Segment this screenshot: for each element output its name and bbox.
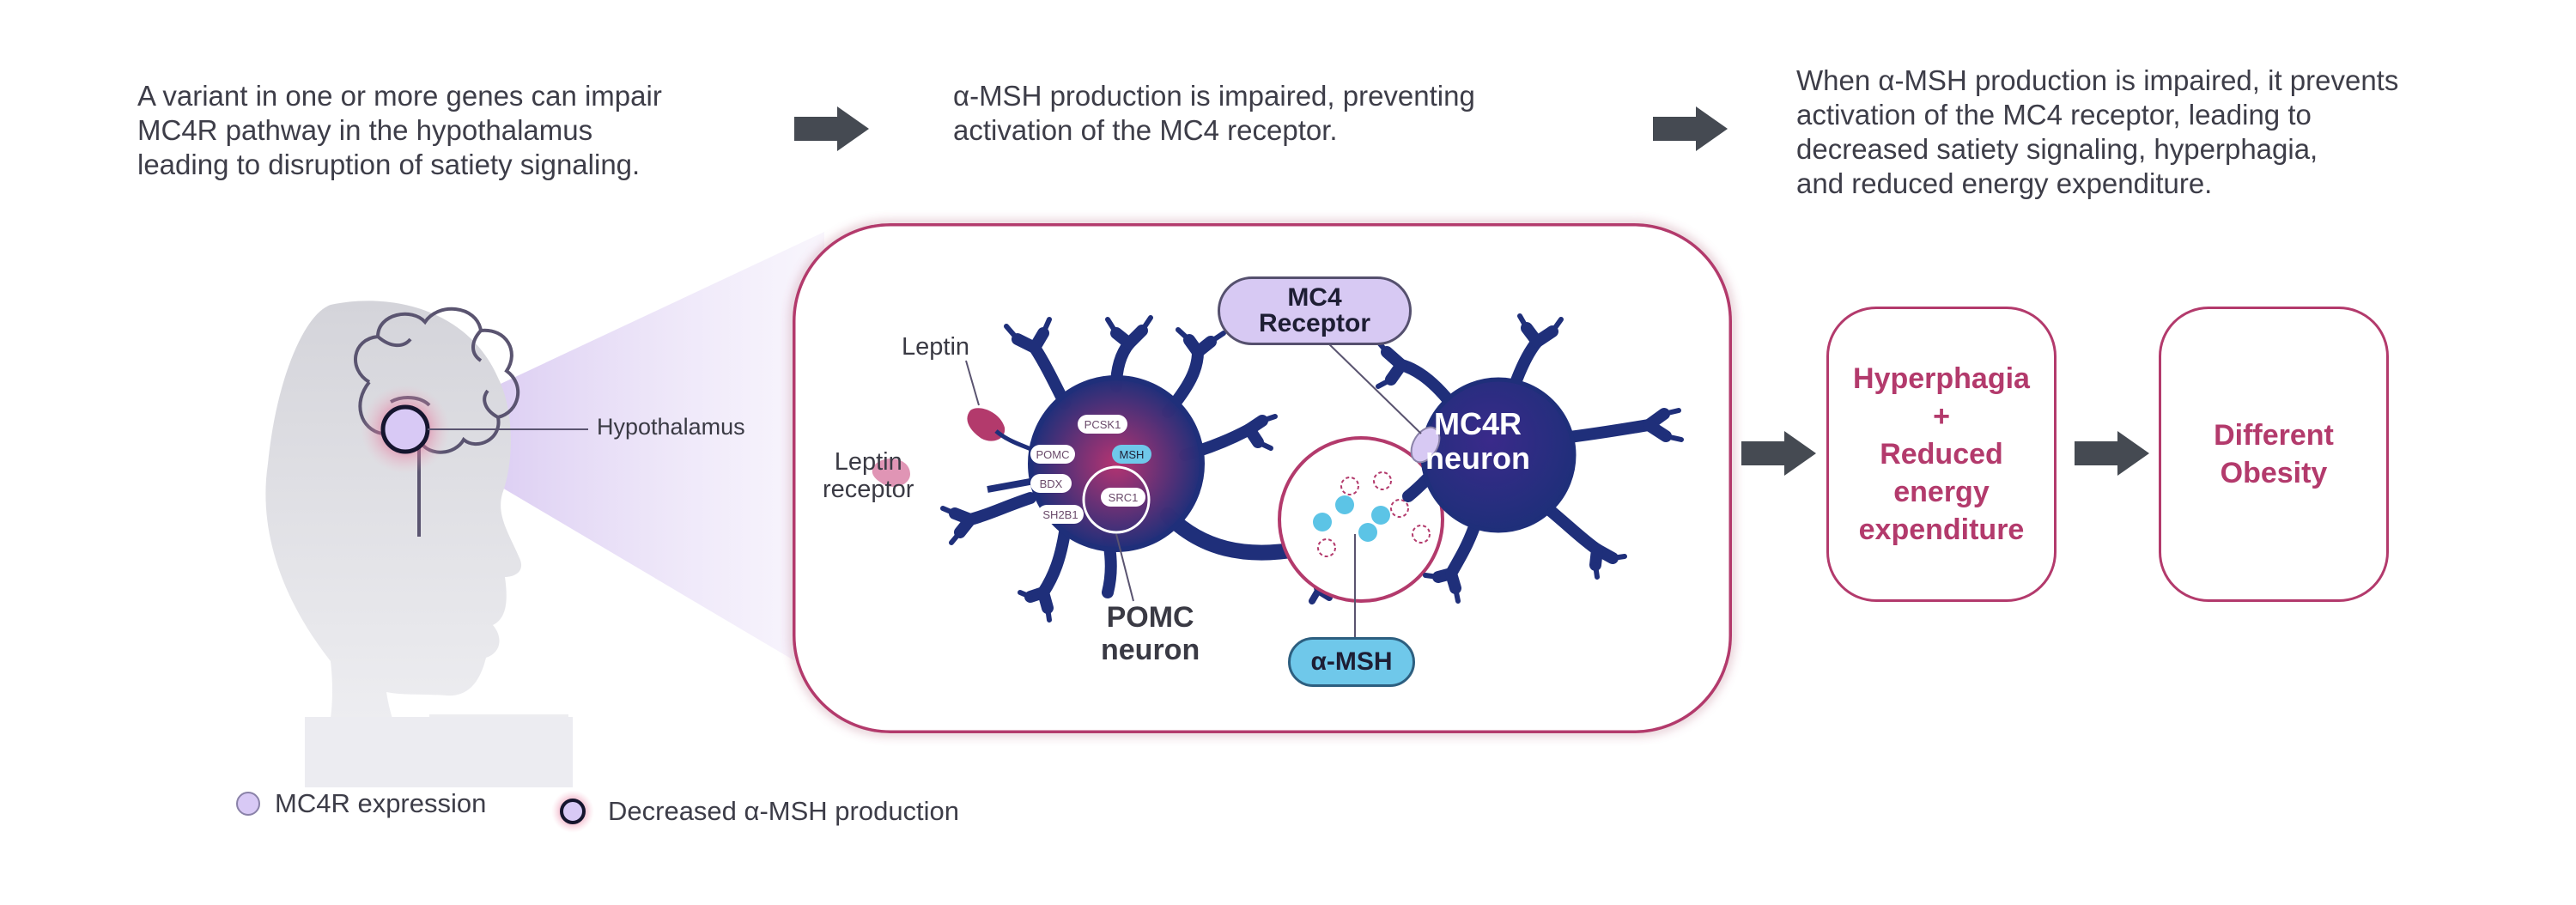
arrow-4 — [2075, 431, 2149, 476]
step3-caption: When α-MSH production is impaired, it pr… — [1796, 64, 2399, 199]
mc4r-expression-swatch-icon — [236, 792, 260, 816]
leptin-receptor-label: Leptin receptor — [823, 448, 914, 503]
gene-label: SRC1 — [1109, 491, 1139, 504]
obesity-box: Different Obesity — [2159, 307, 2389, 602]
decreased-msh-swatch-icon — [551, 790, 594, 833]
arrow-1 — [794, 106, 869, 151]
hypothalamus-marker — [361, 385, 450, 474]
gene-label: BDX — [1040, 477, 1063, 490]
leptin-label: Leptin — [902, 333, 970, 361]
obesity-text: Different Obesity — [2214, 419, 2334, 489]
arrow-3 — [1741, 431, 1816, 476]
mc4r-soma — [1423, 380, 1574, 531]
gene-label: POMC — [1036, 448, 1070, 461]
legend-label: MC4R expression — [275, 788, 487, 818]
pomc-neuron-label: POMC neuron — [1101, 601, 1200, 666]
synapse-zoom — [1278, 436, 1444, 603]
head-silhouette — [265, 301, 573, 787]
hyperphagia-box: Hyperphagia + Reduced energy expenditure — [1826, 307, 2057, 602]
step2-caption: α-MSH production is impaired, preventing… — [953, 80, 1475, 146]
gene-label: PCSK1 — [1084, 418, 1121, 431]
arrow-2 — [1653, 106, 1728, 151]
leptin-receptor-icon — [872, 458, 1036, 493]
mc4-receptor-shape — [1410, 426, 1441, 464]
step1-caption: A variant in one or more genes can impai… — [137, 80, 662, 180]
mc4-receptor-label: MC4 Receptor — [1218, 276, 1412, 345]
gene-label: MSH — [1120, 448, 1145, 461]
legend-mc4r-expression: MC4R expression — [234, 788, 486, 819]
legend-decreased-msh: Decreased α-MSH production — [550, 788, 959, 835]
legend-label: Decreased α-MSH production — [608, 796, 960, 826]
gene-label-group: PCSK1 POMC MSH BDX SRC1 SH2B1 — [1030, 415, 1151, 524]
hyperphagia-text: Hyperphagia + Reduced energy expenditure — [1853, 362, 2030, 546]
gene-label: SH2B1 — [1042, 508, 1078, 521]
alpha-msh-label: α-MSH — [1288, 637, 1415, 687]
zoom-beam — [404, 232, 824, 678]
hypothalamus-label: Hypothalamus — [597, 414, 745, 440]
mc4r-neuron-label: MC4R neuron — [1425, 406, 1530, 476]
